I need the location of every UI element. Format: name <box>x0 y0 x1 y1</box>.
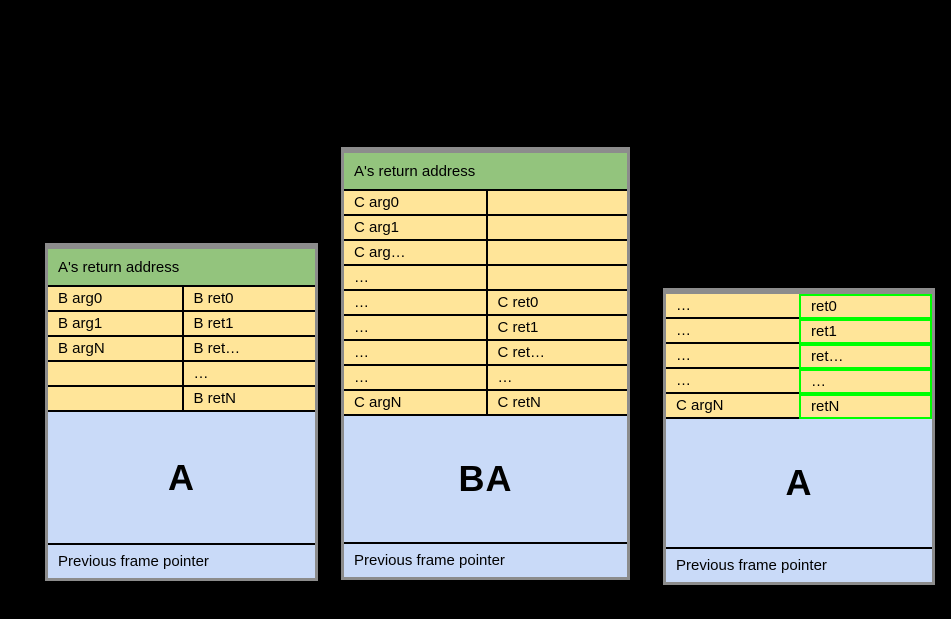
table-row: C arg… <box>344 241 627 266</box>
arg-cell: C arg1 <box>344 216 486 241</box>
ret-cell <box>485 266 627 291</box>
ret-cell: B retN <box>181 387 315 412</box>
table-row: B arg0 B ret0 <box>48 287 315 312</box>
table-row: … C ret0 <box>344 291 627 316</box>
arg-cell: C argN <box>344 391 486 416</box>
arg-cell <box>48 362 182 387</box>
frame-label-area: BA <box>344 416 627 544</box>
arg-cell: C arg0 <box>344 191 486 216</box>
frame-label-area: A <box>48 412 315 545</box>
arg-cell: B argN <box>48 337 182 362</box>
arg-cell: C arg… <box>344 241 486 266</box>
ret-cell: B ret1 <box>181 312 315 337</box>
table-row: C argN retN <box>666 394 932 419</box>
ret-cell: … <box>485 366 627 391</box>
table-row: C argN C retN <box>344 391 627 416</box>
highlighted-ret-cell: … <box>799 369 932 394</box>
table-row: … C ret1 <box>344 316 627 341</box>
highlighted-ret-cell: retN <box>799 394 932 419</box>
table-row: C arg1 <box>344 216 627 241</box>
table-row: … C ret… <box>344 341 627 366</box>
arg-cell: … <box>344 366 486 391</box>
table-row: B retN <box>48 387 315 412</box>
ret-cell <box>485 191 627 216</box>
highlighted-ret-cell: ret1 <box>799 319 932 344</box>
return-address-header: A's return address <box>344 153 627 191</box>
stack-frame-diagram-middle: A's return address C arg0 C arg1 C arg… … <box>341 147 630 580</box>
return-address-header: A's return address <box>48 249 315 287</box>
table-row: … … <box>666 369 932 394</box>
arg-cell: … <box>344 316 486 341</box>
ret-cell: … <box>181 362 315 387</box>
arg-cell: C argN <box>666 394 799 419</box>
ret-cell: B ret0 <box>181 287 315 312</box>
arg-cell: … <box>344 291 486 316</box>
table-row: … ret1 <box>666 319 932 344</box>
ret-cell: C ret0 <box>485 291 627 316</box>
arg-cell: … <box>344 266 486 291</box>
stack-frame-diagram-left: A's return address B arg0 B ret0 B arg1 … <box>45 243 318 581</box>
previous-frame-pointer: Previous frame pointer <box>48 545 315 578</box>
table-row: … <box>344 266 627 291</box>
arg-cell: … <box>666 294 799 319</box>
ret-cell: C retN <box>485 391 627 416</box>
frame-label-area: A <box>666 419 932 549</box>
arg-cell: B arg1 <box>48 312 182 337</box>
arg-cell: … <box>666 319 799 344</box>
arg-cell: B arg0 <box>48 287 182 312</box>
arg-cell: … <box>344 341 486 366</box>
ret-cell <box>485 216 627 241</box>
ret-cell <box>485 241 627 266</box>
table-row: … <box>48 362 315 387</box>
ret-cell: C ret1 <box>485 316 627 341</box>
arg-cell: … <box>666 369 799 394</box>
ret-cell: B ret… <box>181 337 315 362</box>
highlighted-ret-cell: ret… <box>799 344 932 369</box>
table-row: … … <box>344 366 627 391</box>
highlighted-ret-cell: ret0 <box>799 294 932 319</box>
arg-cell <box>48 387 182 412</box>
previous-frame-pointer: Previous frame pointer <box>344 544 627 577</box>
table-row: … ret… <box>666 344 932 369</box>
table-row: B argN B ret… <box>48 337 315 362</box>
table-row: C arg0 <box>344 191 627 216</box>
ret-cell: C ret… <box>485 341 627 366</box>
table-row: B arg1 B ret1 <box>48 312 315 337</box>
arg-cell: … <box>666 344 799 369</box>
previous-frame-pointer: Previous frame pointer <box>666 549 932 582</box>
table-row: … ret0 <box>666 294 932 319</box>
stack-frame-diagram-right: … ret0 … ret1 … ret… … … C argN retN A P… <box>663 288 935 585</box>
